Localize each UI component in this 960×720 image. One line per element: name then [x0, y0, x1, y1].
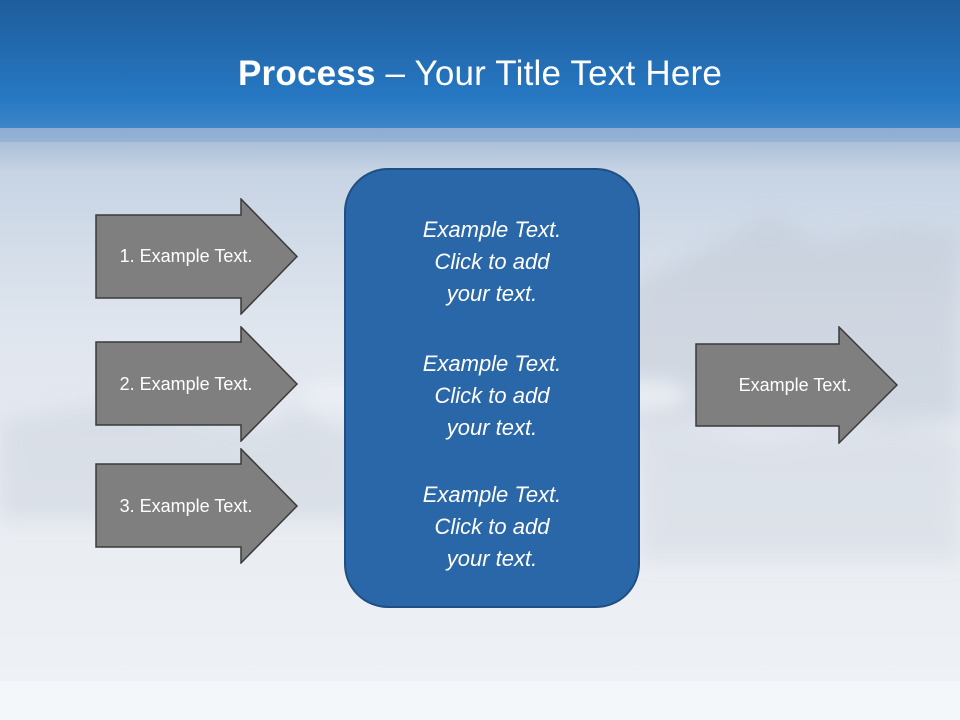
title-rest: Your Title Text Here: [414, 54, 722, 93]
left-arrow-3-shape: [95, 448, 299, 564]
left-arrow-1-label: 1. Example Text.: [119, 246, 253, 266]
center-block-1-line-1: Example Text.: [422, 217, 562, 242]
right-arrow-label: Example Text.: [738, 374, 852, 395]
left-arrow-2-label: 2. Example Text.: [119, 373, 253, 394]
center-block-3-line-1: Example Text.: [422, 482, 562, 507]
center-block-3-line-3: your text.: [446, 546, 538, 571]
center-block-2-line-3: your text.: [446, 415, 538, 440]
right-arrow-shape: [695, 326, 899, 444]
center-block-3-line-2: Click to add: [434, 514, 550, 539]
left-arrow-3[interactable]: 3. Example Text.: [95, 448, 300, 564]
title-dash: –: [375, 54, 415, 93]
left-arrow-2[interactable]: 2. Example Text.: [95, 326, 300, 442]
center-text-block-1: Example Text. Click to add your text.: [346, 214, 638, 310]
center-block-1-line-3: your text.: [446, 281, 538, 306]
center-text-block-3: Example Text. Click to add your text.: [346, 479, 638, 575]
right-arrow[interactable]: Example Text.: [695, 326, 900, 444]
center-text-block-2: Example Text. Click to add your text.: [346, 348, 638, 444]
center-process-box[interactable]: Example Text. Click to add your text. Ex…: [344, 168, 640, 608]
left-arrow-3-label: 3. Example Text.: [119, 495, 253, 516]
footer-strip: [0, 681, 960, 720]
left-arrow-2-shape: [95, 326, 299, 442]
center-block-2-line-1: Example Text.: [422, 351, 562, 376]
left-arrow-1[interactable]: 1. Example Text.: [95, 198, 300, 315]
title-bold: Process: [238, 54, 376, 93]
left-arrow-1-shape: [95, 198, 299, 315]
slide-title[interactable]: Process – Your Title Text Here: [0, 52, 960, 96]
center-block-2-line-2: Click to add: [434, 383, 550, 408]
center-block-1-line-2: Click to add: [434, 249, 550, 274]
